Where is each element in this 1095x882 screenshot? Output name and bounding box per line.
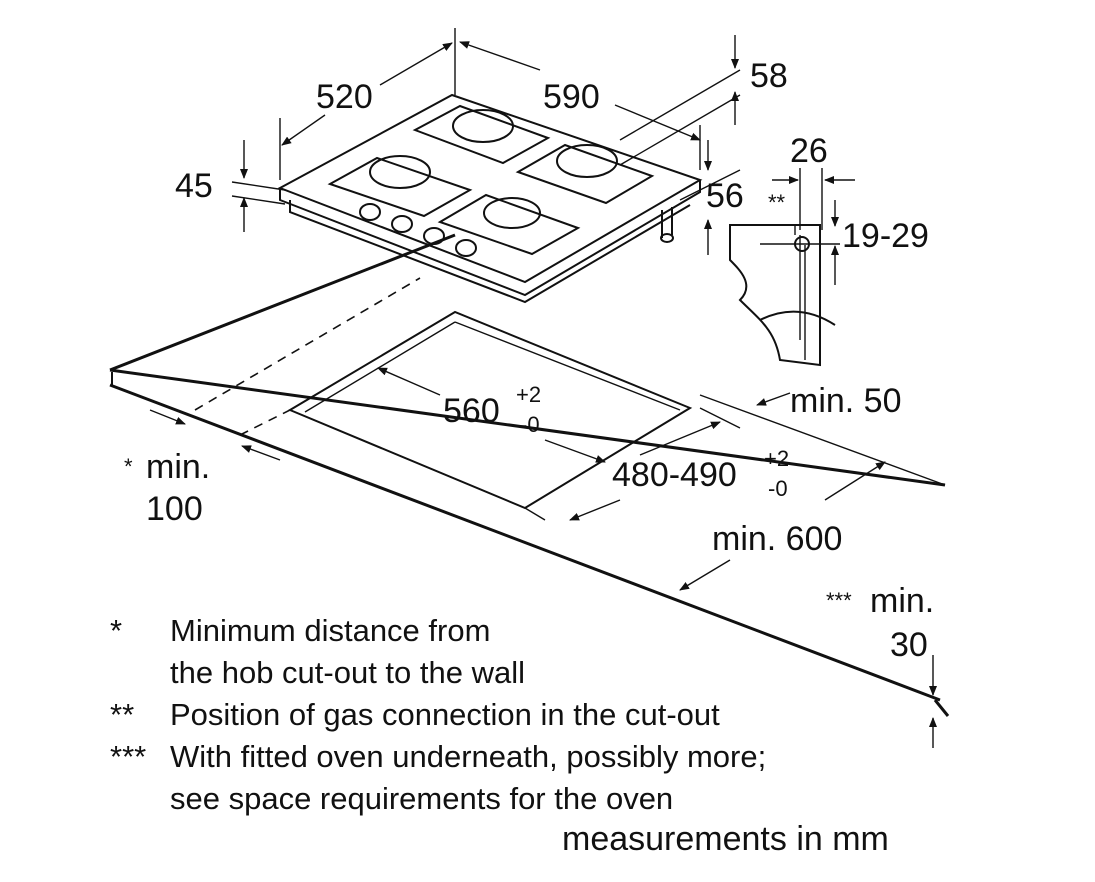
legend-mark: ** — [110, 697, 135, 732]
dim-cutout-depth-tol-plus: +2 — [764, 446, 789, 471]
dim-total-height: 58 — [750, 57, 788, 95]
countertop — [109, 233, 950, 717]
dimension-lines — [149, 28, 937, 748]
legend-text: see space requirements for the oven — [170, 781, 674, 816]
legend-item: * Minimum distance from — [110, 610, 870, 652]
hob — [277, 93, 703, 304]
dim-cutout-depth: 480-490 — [612, 456, 737, 494]
legend-item: *** With fitted oven underneath, possibl… — [110, 736, 870, 778]
dim-cutout-width-tol-plus: +2 — [516, 382, 541, 407]
legend-item: ** Position of gas connection in the cut… — [110, 694, 870, 736]
dim-hob-depth: 520 — [316, 78, 373, 116]
dim-cutout-width-tol-minus: -0 — [520, 412, 540, 437]
legend-mark: * — [110, 613, 123, 648]
dim-min-oven-label: min. — [870, 582, 934, 620]
dim-bracket-offset: 26 — [790, 132, 828, 170]
min-oven-marker: *** — [826, 588, 852, 613]
units-note: measurements in mm — [562, 820, 889, 858]
dim-glass-thickness: 45 — [175, 167, 213, 205]
min-wall-marker: * — [124, 454, 133, 479]
dim-min-front: min. 50 — [790, 382, 902, 420]
dim-min-wall-label: min. — [146, 448, 210, 486]
legend-mark: *** — [110, 739, 147, 774]
side-bracket — [729, 224, 840, 367]
dim-min-oven-value: 30 — [890, 626, 928, 664]
dim-rear-edge: 56 — [706, 177, 744, 215]
dim-hob-width: 590 — [543, 78, 600, 116]
legend-text: the hob cut-out to the wall — [170, 655, 526, 690]
legend-text: Minimum distance from — [170, 613, 491, 648]
dimension-labels: 520 590 58 45 56 26 ** 19-29 min. 50 560… — [124, 57, 934, 664]
dim-min-depth: min. 600 — [712, 520, 842, 558]
dim-cutout-width: 560 — [443, 392, 500, 430]
cutout — [194, 277, 693, 510]
legend: * Minimum distance from the hob cut-out … — [110, 610, 870, 820]
dim-min-wall-value: 100 — [146, 490, 203, 528]
legend-text: With fitted oven underneath, possibly mo… — [170, 739, 767, 774]
bracket-marker: ** — [768, 190, 786, 215]
dim-cutout-depth-tol-minus: -0 — [768, 476, 788, 501]
dim-gas-connection-height: 19-29 — [842, 217, 929, 255]
legend-text: Position of gas connection in the cut-ou… — [170, 697, 720, 732]
